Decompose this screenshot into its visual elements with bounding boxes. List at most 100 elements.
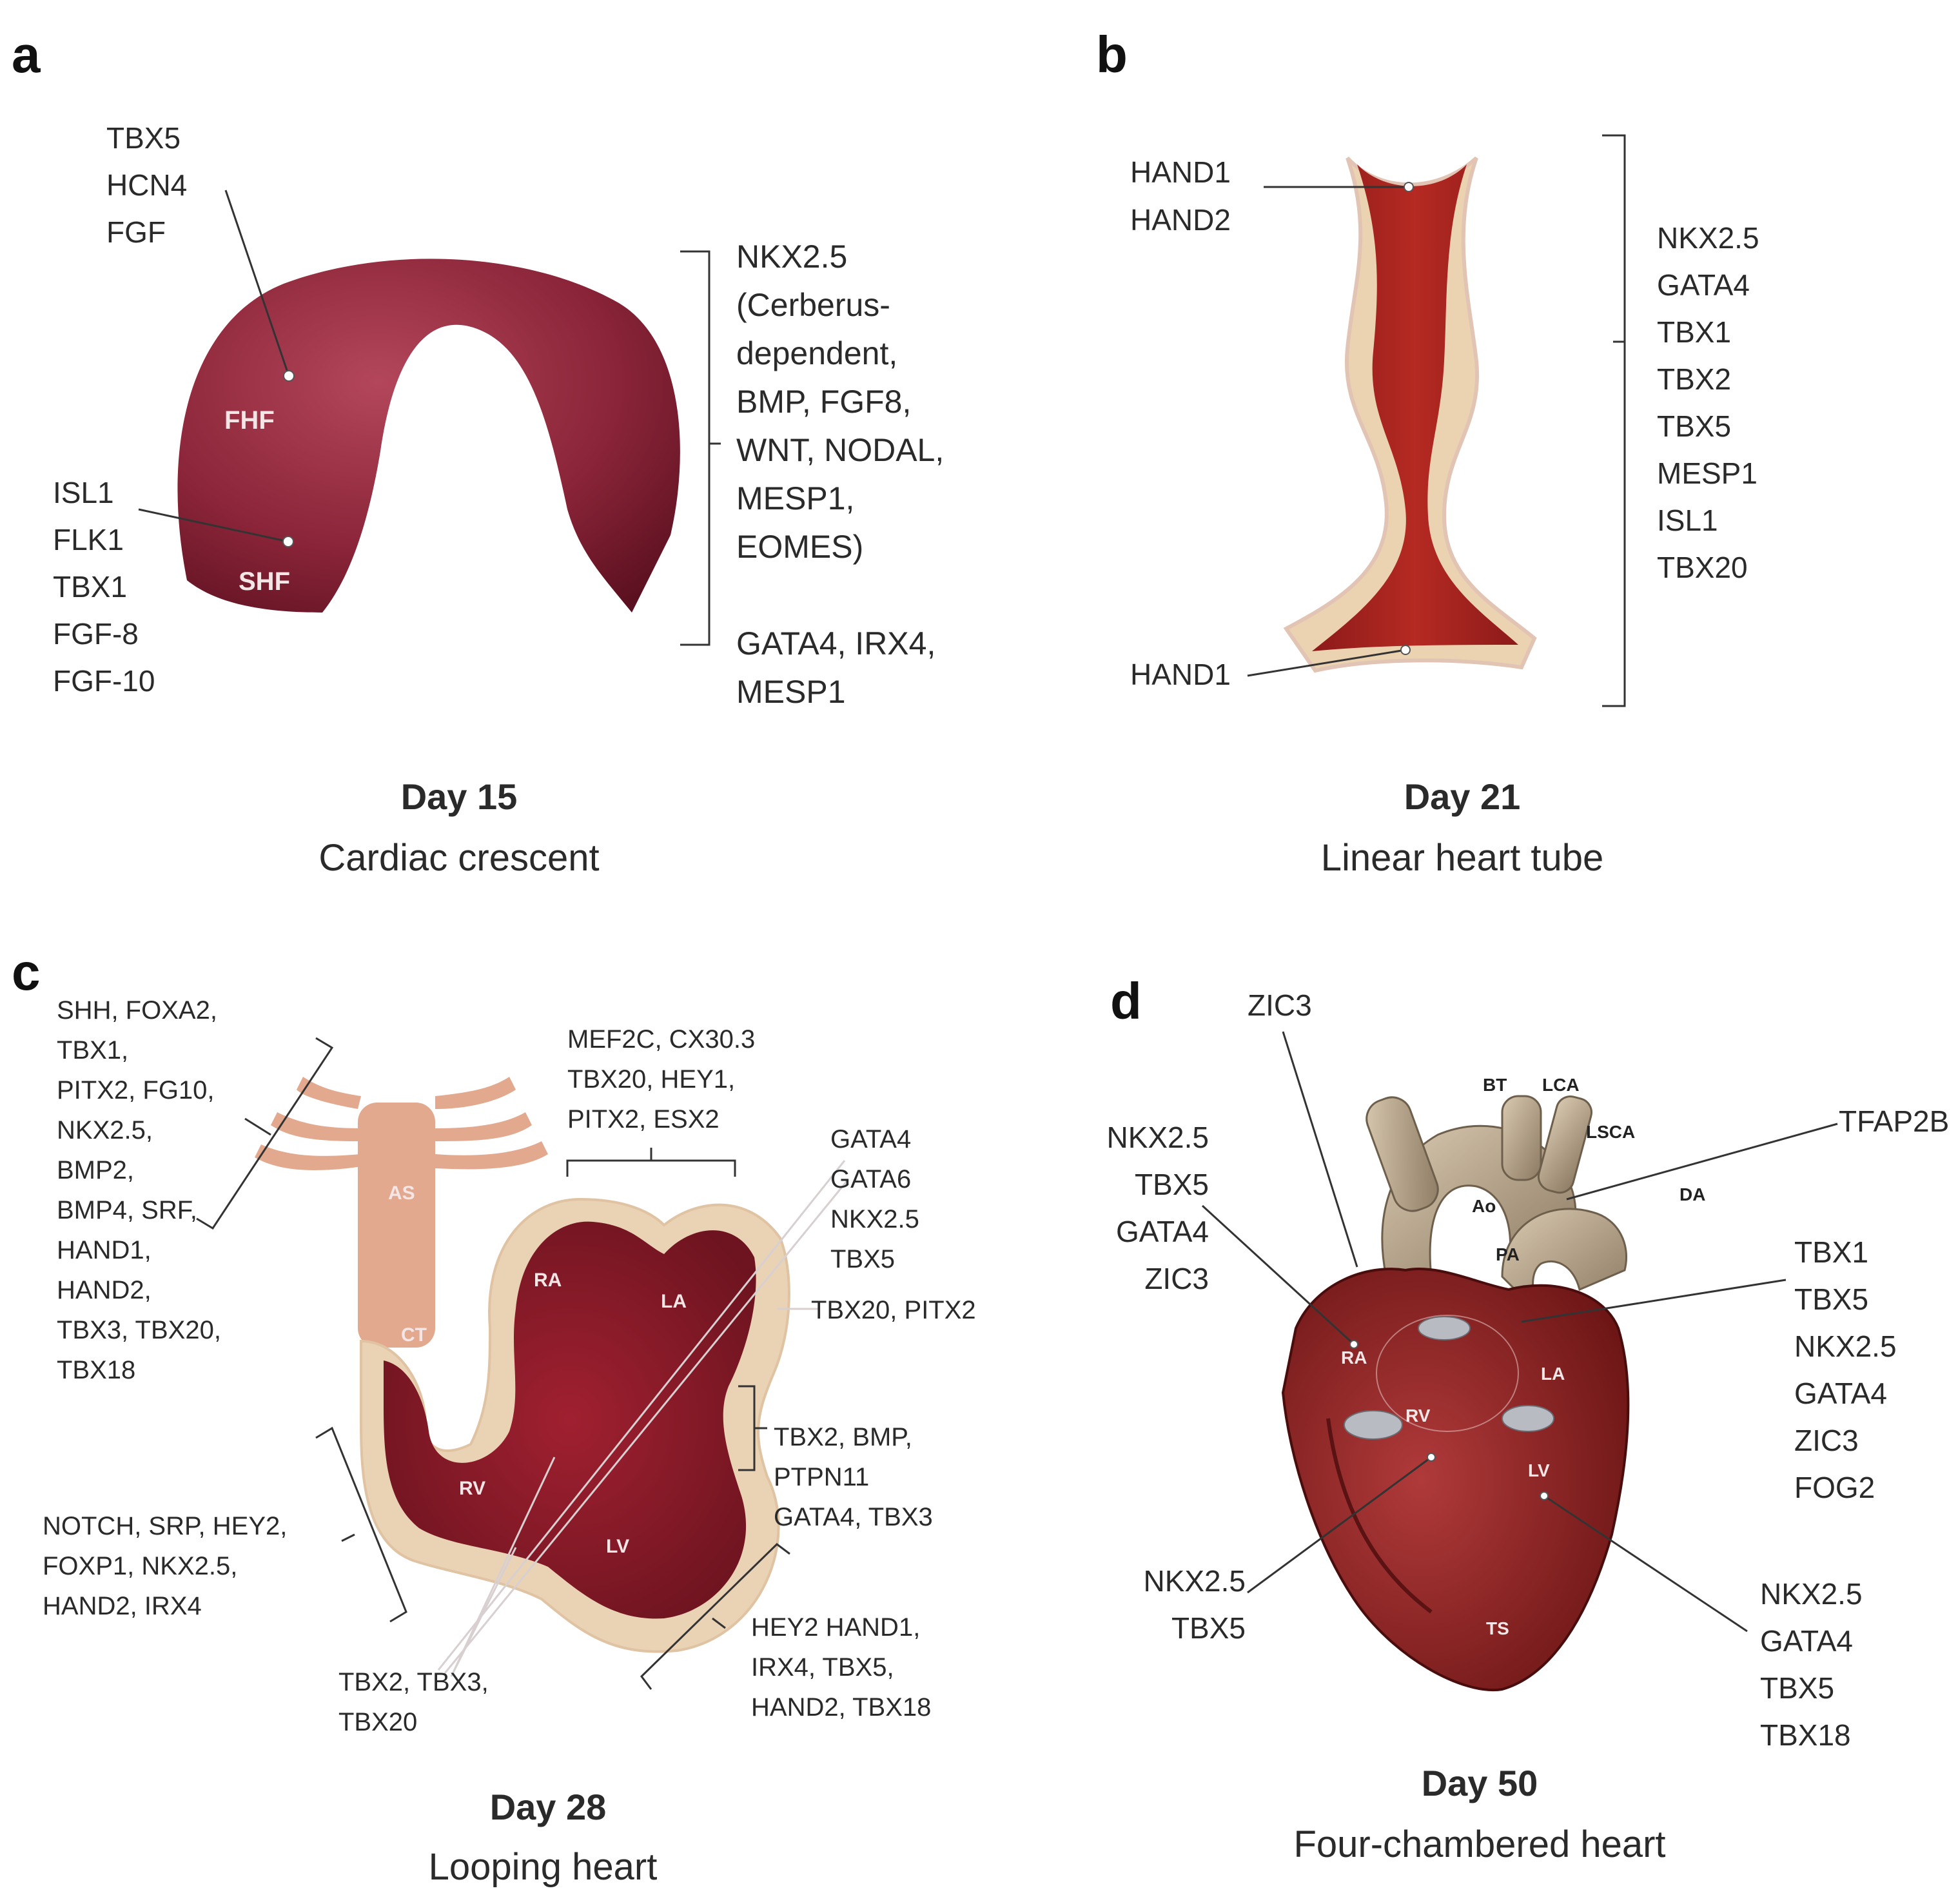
gene-label: NKX2.5 <box>1106 1121 1209 1154</box>
gene-label: BMP2, <box>57 1156 134 1184</box>
gene-label: dependent, <box>736 335 897 371</box>
region-ct-label: CT <box>401 1324 427 1346</box>
shf-leader <box>138 508 289 543</box>
gene-label: PTPN11 <box>774 1463 869 1491</box>
gene-label: TBX5 <box>1171 1611 1246 1645</box>
panel-c-stage: Looping heart <box>429 1846 658 1888</box>
avc-bracket <box>738 1385 767 1471</box>
lv-bracket <box>640 1543 790 1690</box>
gene-label: TBX2, TBX3, <box>338 1668 489 1696</box>
mitral-valve <box>1502 1405 1554 1432</box>
gene-label: ZIC3 <box>1144 1262 1209 1295</box>
gene-label: FOXP1, NKX2.5, <box>43 1552 237 1580</box>
valve-leaflet <box>1418 1316 1471 1340</box>
panel-d: d BT LCA LSCA Ao DA PA RA LA RV LV TS <box>1106 972 1949 1865</box>
lv-leader-dot <box>1540 1491 1549 1500</box>
gene-label: NKX2.5 <box>1794 1330 1897 1363</box>
gene-label: TBX5 <box>830 1245 895 1273</box>
zic3-leader <box>1282 1031 1358 1268</box>
panel-a: a FHF SHF TBX5 HCN4 FGF ISL1 FLK1 TBX1 F… <box>12 26 944 879</box>
region-ao-label: Ao <box>1472 1196 1496 1216</box>
panel-b-day: Day 21 <box>1404 776 1521 817</box>
region-ts-label: TS <box>1486 1618 1509 1638</box>
panel-c-day: Day 28 <box>490 1787 607 1827</box>
panel-d-letter: d <box>1110 972 1142 1030</box>
panel-a-day: Day 15 <box>401 776 518 817</box>
hand-top-leader-dot <box>1404 182 1414 192</box>
region-rv-label: RV <box>1405 1406 1431 1426</box>
ra-leader-dot <box>1349 1340 1358 1349</box>
region-lv-label: LV <box>1528 1460 1550 1480</box>
gene-label: MESP1 <box>736 674 846 710</box>
gene-label: NKX2.5 <box>1657 221 1759 255</box>
gene-label: HAND2, <box>57 1276 152 1304</box>
ra-gene-list: NKX2.5 TBX5 GATA4 ZIC3 <box>1106 1121 1209 1295</box>
gene-label: TBX1 <box>1657 315 1731 349</box>
region-ra-label: RA <box>534 1270 562 1291</box>
da-leader <box>1566 1123 1838 1201</box>
tricuspid-valve <box>1344 1410 1403 1440</box>
gene-label: EOMES) <box>736 529 863 565</box>
region-rv-label: RV <box>459 1478 485 1499</box>
gene-label: IRX4, TBX5, <box>751 1653 894 1682</box>
crescent-bracket-gene-list: NKX2.5 (Cerberus- dependent, BMP, FGF8, … <box>736 239 944 710</box>
panel-b: b HAND1 HAND2 HAND1 NKX2.5 GATA4 TBX1 TB… <box>1096 26 1759 879</box>
hand-bottom-leader-dot <box>1400 645 1411 655</box>
region-la-label: LA <box>661 1291 687 1312</box>
gene-label: GATA4 <box>1116 1215 1209 1248</box>
gene-label: ISL1 <box>1657 504 1718 537</box>
gene-label: TBX1, <box>57 1036 128 1065</box>
region-bt-label: BT <box>1483 1075 1507 1095</box>
shf-leader-dot <box>282 536 294 547</box>
panel-b-stage: Linear heart tube <box>1321 837 1604 879</box>
outflow-bracket <box>196 1037 334 1230</box>
gene-label: FOG2 <box>1794 1471 1875 1504</box>
gene-label: ZIC3 <box>1794 1424 1859 1457</box>
region-shf-label: SHF <box>239 567 290 596</box>
crescent-bracket <box>680 250 721 646</box>
gene-label: NKX2.5 <box>1143 1564 1246 1598</box>
region-pa-label: PA <box>1496 1244 1520 1264</box>
lv-leader <box>1543 1495 1748 1633</box>
gene-label: TBX18 <box>1760 1718 1851 1752</box>
gene-label: FGF <box>106 215 166 249</box>
hand-bottom-leader <box>1247 649 1406 677</box>
region-lv-label: LV <box>606 1536 629 1557</box>
panel-d-stage: Four-chambered heart <box>1293 1823 1665 1865</box>
ra-leader <box>1201 1204 1355 1346</box>
gene-label: PITX2, ESX2 <box>567 1105 720 1134</box>
septum-leader <box>444 1179 849 1674</box>
gene-label: GATA4 <box>1760 1624 1853 1658</box>
outflow-gene-list: SHH, FOXA2, TBX1, PITX2, FG10, NKX2.5, B… <box>57 996 221 1384</box>
avc-gene-list: TBX2, BMP, PTPN11 GATA4, TBX3 <box>774 1423 933 1531</box>
gene-label: TBX5 <box>1135 1168 1209 1201</box>
gene-label: NKX2.5 <box>1760 1577 1863 1611</box>
four-chambered-heart-illustration <box>1281 1267 1630 1692</box>
gene-label: HAND1, <box>57 1236 152 1264</box>
gene-label: HAND2, TBX18 <box>751 1693 931 1722</box>
gene-label: GATA4 <box>830 1125 911 1153</box>
tube-top-gene-list: HAND1 HAND2 <box>1130 155 1231 237</box>
septum-leader <box>437 1160 846 1671</box>
gene-label: HAND2 <box>1130 203 1231 237</box>
panel-a-letter: a <box>12 26 41 83</box>
lv-gene-list: HEY2 HAND1, IRX4, TBX5, HAND2, TBX18 <box>751 1613 931 1722</box>
gene-label: GATA4 <box>1794 1377 1887 1410</box>
gene-label: TBX1 <box>53 570 127 604</box>
shf-gene-list: ISL1 FLK1 TBX1 FGF-8 FGF-10 <box>53 476 155 698</box>
gene-label: MESP1 <box>1657 456 1757 490</box>
gene-label: HEY2 HAND1, <box>751 1613 920 1642</box>
gene-label: FGF-10 <box>53 664 155 698</box>
gene-label: TBX5 <box>1794 1282 1868 1316</box>
gene-label: TBX20, PITX2 <box>811 1296 976 1324</box>
gene-label: NKX2.5 <box>736 239 847 275</box>
gene-label: TBX2 <box>1657 362 1731 396</box>
panel-a-stage: Cardiac crescent <box>318 837 599 879</box>
gene-label: HAND2, IRX4 <box>43 1592 202 1620</box>
gene-label: HAND1 <box>1130 155 1231 189</box>
atria-gene-list: MEF2C, CX30.3 TBX20, HEY1, PITX2, ESX2 <box>567 1025 755 1134</box>
bottom-leader <box>450 1547 517 1677</box>
region-lsca-label: LSCA <box>1586 1122 1635 1142</box>
gene-label: GATA4 <box>1657 268 1750 302</box>
